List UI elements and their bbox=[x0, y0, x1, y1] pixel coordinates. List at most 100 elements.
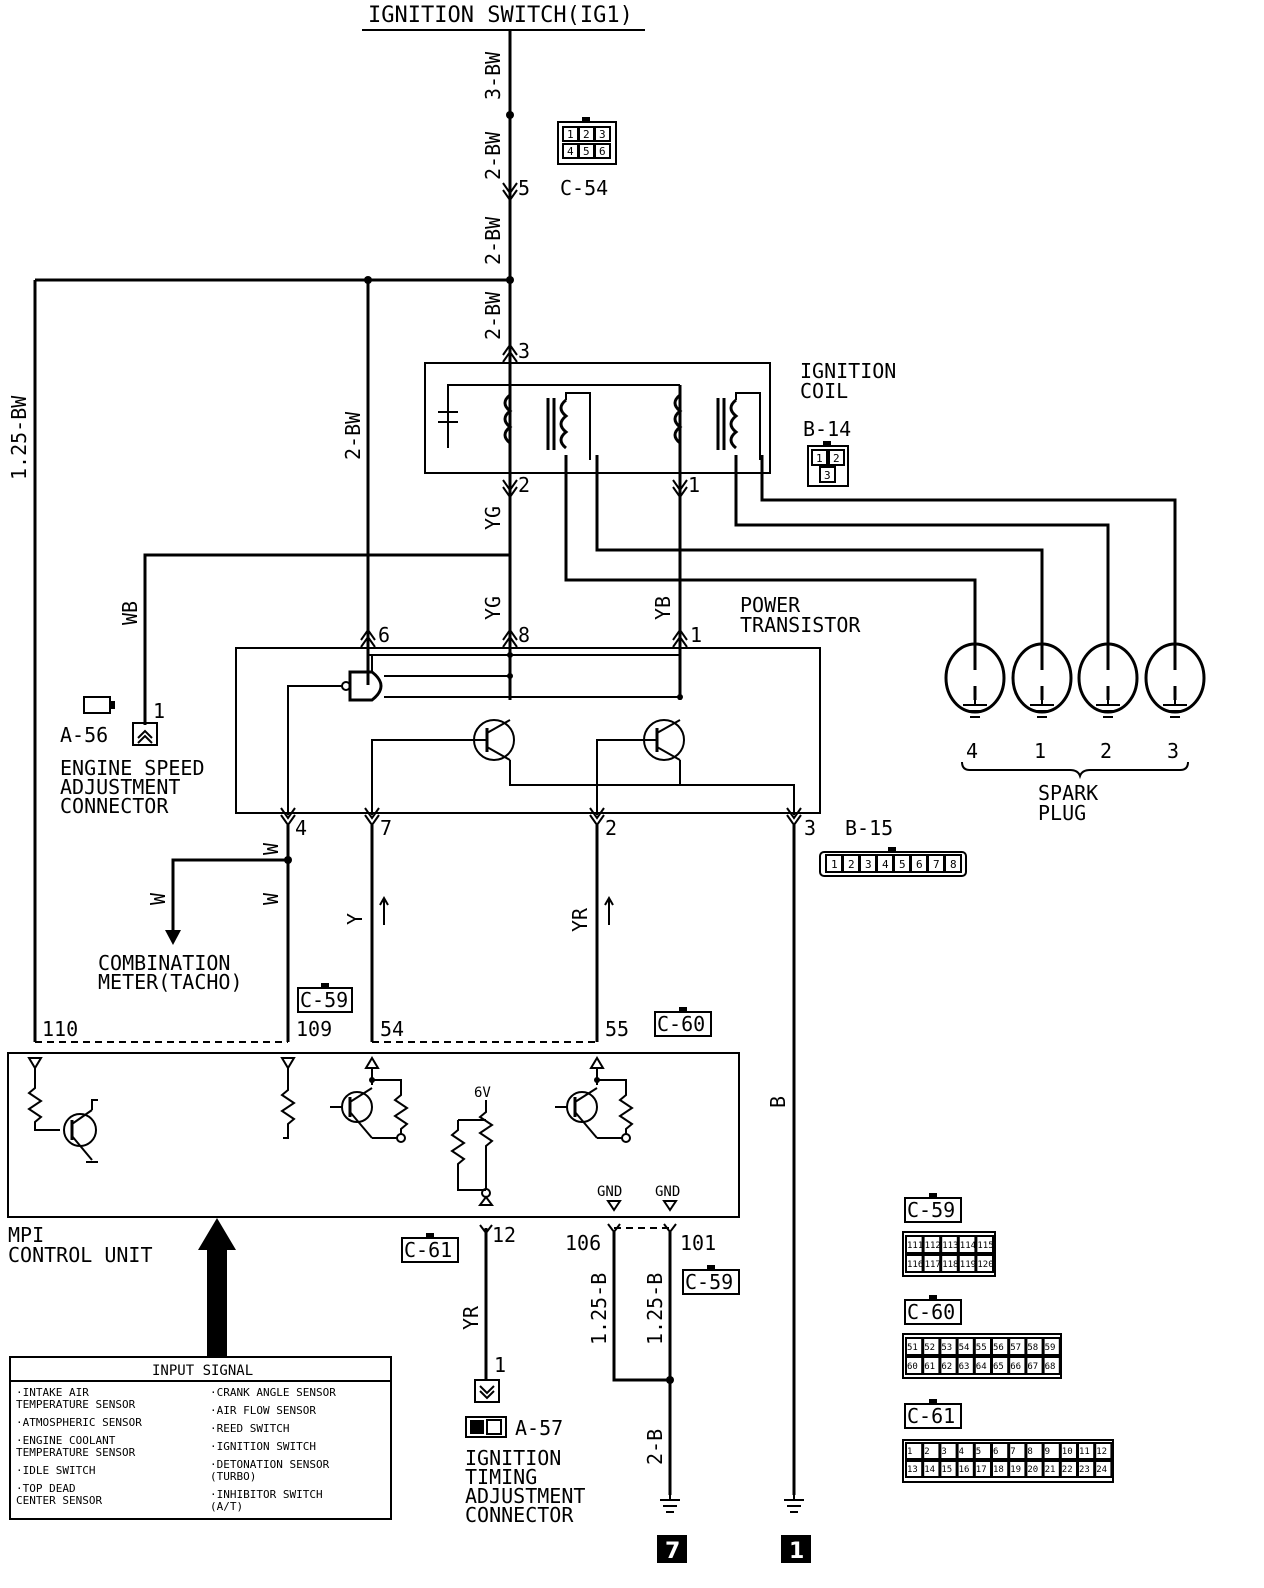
c61-cell-label: 3 bbox=[941, 1447, 946, 1457]
c59-cell-label: 119 bbox=[960, 1260, 976, 1270]
c60-cell-label: 61 bbox=[924, 1362, 935, 1372]
ignition-switch-label: IGNITION SWITCH(IG1) bbox=[368, 3, 633, 28]
mpi-control-unit: 6V GND GND bbox=[7, 1052, 740, 1218]
power-transistor-label-1: POWER bbox=[740, 593, 801, 617]
c59-cell bbox=[975, 1235, 995, 1254]
c60-cell-label: 52 bbox=[924, 1343, 935, 1353]
ignition-coil-label-2: COIL bbox=[800, 379, 848, 403]
connector-a56-label: A-56 bbox=[60, 723, 108, 747]
svg-text:1: 1 bbox=[789, 1539, 804, 1564]
plug-number-1: 1 bbox=[1034, 739, 1046, 763]
wire-2bw-left: 2-BW bbox=[341, 411, 365, 460]
ignition-timing-label-2: TIMING bbox=[465, 1465, 537, 1489]
wire-yb: YB bbox=[651, 596, 675, 620]
wire-wb: WB bbox=[118, 601, 142, 625]
c60-cell-label: 54 bbox=[959, 1343, 970, 1353]
pin-8: 8 bbox=[518, 623, 530, 647]
c61-cell-label: 16 bbox=[959, 1465, 970, 1475]
input-left-6: ·IDLE SWITCH bbox=[16, 1464, 95, 1477]
input-left-5: TEMPERATURE SENSOR bbox=[16, 1446, 136, 1459]
c59-cell bbox=[957, 1235, 977, 1254]
input-left-8: CENTER SENSOR bbox=[16, 1494, 102, 1507]
c59-cell-label: 115 bbox=[977, 1241, 993, 1251]
c60-cell-label: 53 bbox=[941, 1343, 952, 1353]
pin-109: 109 bbox=[296, 1017, 332, 1041]
c61-cell-label: 7 bbox=[1010, 1447, 1015, 1457]
pin-a56: 1 bbox=[153, 699, 165, 723]
c59-cell bbox=[922, 1254, 942, 1273]
wire-yg-b: YG bbox=[481, 596, 505, 620]
input-right-2: ·AIR FLOW SENSOR bbox=[210, 1404, 316, 1417]
connector-b15-face: 1 2 3 4 5 6 7 8 bbox=[819, 847, 967, 877]
engine-speed-label-3: CONNECTOR bbox=[60, 794, 169, 818]
c60-cell-label: 55 bbox=[976, 1343, 987, 1353]
c61-cell-label: 18 bbox=[993, 1465, 1004, 1475]
svg-text:4: 4 bbox=[882, 858, 889, 871]
svg-text:1: 1 bbox=[816, 452, 823, 465]
c59-cell-label: 116 bbox=[907, 1260, 923, 1270]
mpi-label-1: MPI bbox=[8, 1223, 44, 1247]
engine-speed-label-2: ADJUSTMENT bbox=[60, 775, 180, 799]
input-right-1: ·CRANK ANGLE SENSOR bbox=[210, 1386, 336, 1399]
power-transistor-label-2: TRANSISTOR bbox=[740, 613, 861, 637]
svg-text:1: 1 bbox=[831, 858, 838, 871]
connector-c54-face: 1 2 3 4 5 6 bbox=[557, 117, 617, 165]
power-transistor bbox=[235, 647, 821, 815]
wire-b: B bbox=[766, 1096, 790, 1108]
connector-c59-b bbox=[682, 1265, 740, 1295]
c59-cell bbox=[957, 1254, 977, 1273]
connector-a57-label: A-57 bbox=[515, 1416, 563, 1440]
svg-text:5: 5 bbox=[583, 145, 590, 158]
svg-text:2: 2 bbox=[848, 858, 855, 871]
c61-cell-label: 2 bbox=[924, 1447, 929, 1457]
c61-cell-label: 9 bbox=[1045, 1447, 1050, 1457]
c60-cell bbox=[1042, 1337, 1061, 1356]
spark-plugs bbox=[944, 642, 1206, 780]
c61-cell-label: 24 bbox=[1096, 1465, 1107, 1475]
wire-2bw-c: 2-BW bbox=[481, 291, 505, 340]
ignition-timing-label-1: IGNITION bbox=[465, 1446, 561, 1470]
ground-badge-7 bbox=[657, 1535, 687, 1563]
c59-cell-label: 111 bbox=[907, 1241, 923, 1251]
pin-101: 101 bbox=[680, 1231, 716, 1255]
ground-badge-1 bbox=[781, 1535, 811, 1563]
connector-c61-a bbox=[401, 1233, 459, 1263]
plug-number-3: 3 bbox=[1167, 739, 1179, 763]
c61-cell-label: 4 bbox=[959, 1447, 964, 1457]
c60-cell-label: 66 bbox=[1010, 1362, 1021, 1372]
wire-3bw: 3-BW bbox=[481, 51, 505, 100]
input-left-2: TEMPERATURE SENSOR bbox=[16, 1398, 136, 1411]
svg-text:3: 3 bbox=[824, 469, 831, 482]
input-signal-box bbox=[9, 1356, 392, 1520]
c59-cell-label: 118 bbox=[942, 1260, 958, 1270]
connector-a56 bbox=[83, 696, 158, 746]
input-right-5: ·DETONATION SENSOR bbox=[210, 1458, 330, 1471]
c59-cell-label: 120 bbox=[977, 1260, 993, 1270]
c61-cell bbox=[1042, 1442, 1061, 1460]
pin-1b: 1 bbox=[690, 623, 702, 647]
c61-cell-label: 6 bbox=[993, 1447, 998, 1457]
connector-b14-label: B-14 bbox=[803, 417, 851, 441]
c59-cell-label: 117 bbox=[925, 1260, 941, 1270]
pin-1: 1 bbox=[688, 473, 700, 497]
c61-cell-label: 11 bbox=[1079, 1447, 1090, 1457]
wire-y: Y bbox=[343, 913, 367, 925]
ignition-coil-label-1: IGNITION bbox=[800, 359, 896, 383]
svg-text:2: 2 bbox=[833, 452, 840, 465]
input-signal-title: INPUT SIGNAL bbox=[152, 1363, 253, 1379]
c61-cell-label: 8 bbox=[1027, 1447, 1032, 1457]
pin-a57: 1 bbox=[494, 1353, 506, 1377]
c61-cell-label: 20 bbox=[1027, 1465, 1038, 1475]
connector-c60-a-label: C-60 bbox=[657, 1012, 705, 1036]
c59-cell bbox=[975, 1254, 995, 1273]
svg-text:3: 3 bbox=[865, 858, 872, 871]
connector-c60-a bbox=[654, 1007, 712, 1037]
wire-w-c: W bbox=[259, 892, 283, 905]
pin-4: 4 bbox=[295, 816, 307, 840]
ground-symbols bbox=[660, 1495, 804, 1513]
c60-cell-label: 63 bbox=[959, 1362, 970, 1372]
pin-6: 6 bbox=[378, 623, 390, 647]
connector-c59-a-label: C-59 bbox=[300, 988, 348, 1012]
